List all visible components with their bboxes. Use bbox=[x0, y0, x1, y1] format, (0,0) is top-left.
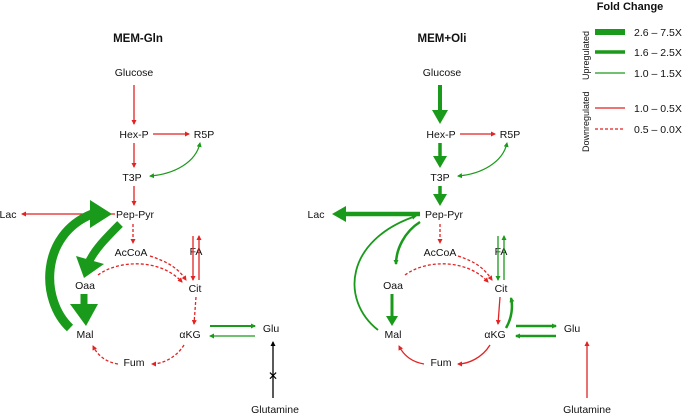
legend: Fold Change Upregulated Downregulated 2.… bbox=[581, 1, 682, 152]
node-glutamine-right: Glutamine bbox=[563, 404, 611, 415]
node-oaa-right: Oaa bbox=[383, 280, 403, 292]
node-fum-left: Fum bbox=[124, 357, 145, 369]
arrowhead-glucose-hexp-right bbox=[432, 110, 448, 124]
blocked-mark-left: ✕ bbox=[268, 369, 278, 383]
node-accoa-right: AcCoA bbox=[424, 247, 457, 259]
node-pep-pyr-left: Pep-Pyr bbox=[116, 209, 154, 221]
node-lac-left: Lac bbox=[0, 209, 16, 221]
arrow-oaa-cit-dashed-left bbox=[97, 263, 183, 283]
arrow-akg-fum-left bbox=[151, 344, 185, 367]
arrow-accoa-cit-dashed-right bbox=[457, 255, 493, 281]
arrow-cit-akg-right bbox=[495, 296, 501, 325]
node-cit-left: Cit bbox=[189, 283, 202, 295]
node-glu-right: Glu bbox=[564, 323, 581, 335]
node-t3p-left: T3P bbox=[122, 172, 141, 184]
arrow-fum-mal-left bbox=[92, 345, 119, 365]
node-lac-right: Lac bbox=[308, 209, 325, 221]
node-hexp-left: Hex-P bbox=[119, 129, 148, 141]
node-accoa-left: AcCoA bbox=[115, 247, 148, 259]
node-fum-right: Fum bbox=[431, 357, 452, 369]
node-mal-right: Mal bbox=[385, 329, 402, 341]
arrowhead-mal-peppyr-left bbox=[90, 200, 112, 228]
panel-mem-oli: MEM+Oli Glucose Hex-P R5P T3P Pep-Pyr La… bbox=[308, 33, 612, 415]
arrow-akg-fum-right bbox=[457, 344, 491, 367]
arrowhead-oaa-mal-left bbox=[70, 304, 98, 326]
arrow-r5p-t3p-left bbox=[149, 142, 202, 179]
arrow-akg-cit-right bbox=[504, 297, 515, 329]
node-pep-pyr-right: Pep-Pyr bbox=[425, 209, 463, 221]
arrowhead-peppyr-lac-right bbox=[332, 206, 346, 222]
arrow-mal-peppyr-left bbox=[45, 209, 94, 332]
legend-range-3: 1.0 – 1.5X bbox=[634, 68, 682, 80]
legend-title: Fold Change bbox=[597, 1, 664, 13]
node-akg-left: αKG bbox=[179, 329, 200, 341]
legend-upregulated-label: Upregulated bbox=[581, 31, 591, 80]
legend-range-5: 0.5 – 0.0X bbox=[634, 124, 682, 136]
arrow-accoa-cit-dashed-left bbox=[149, 255, 187, 281]
legend-range-2: 1.6 – 2.5X bbox=[634, 47, 682, 59]
node-r5p-left: R5P bbox=[194, 129, 214, 141]
legend-range-1: 2.6 – 7.5X bbox=[634, 27, 682, 39]
arrowhead-peppyr-oaa-left bbox=[76, 256, 104, 278]
arrow-mal-peppyr-right bbox=[353, 214, 417, 331]
node-akg-right: αKG bbox=[484, 329, 505, 341]
arrow-peppyr-oaa-right bbox=[393, 220, 421, 265]
panel-title-left: MEM-Gln bbox=[113, 33, 163, 45]
arrow-cit-akg-left bbox=[191, 296, 197, 325]
legend-range-4: 1.0 – 0.5X bbox=[634, 103, 682, 115]
node-glu-left: Glu bbox=[263, 323, 280, 335]
node-glucose-left: Glucose bbox=[115, 67, 154, 79]
arrow-r5p-t3p-right bbox=[457, 142, 509, 179]
arrow-oaa-cit-dashed-right bbox=[404, 263, 489, 283]
node-oaa-left: Oaa bbox=[75, 280, 95, 292]
arrowhead-oaa-mal-right bbox=[386, 316, 398, 326]
arrowhead-t3p-peppyr-right bbox=[433, 194, 447, 206]
node-cit-right: Cit bbox=[495, 283, 508, 295]
arrowhead-hexp-t3p-right bbox=[433, 156, 447, 168]
node-mal-left: Mal bbox=[77, 329, 94, 341]
legend-downregulated-label: Downregulated bbox=[581, 91, 591, 152]
node-fa-right: FA bbox=[495, 246, 508, 258]
node-fa-left: FA bbox=[190, 246, 203, 258]
panel-mem-gln: MEM-Gln Glucose Hex-P R5P T3P Pep-Pyr La… bbox=[0, 33, 299, 415]
node-glutamine-left: Glutamine bbox=[251, 404, 299, 415]
node-glucose-right: Glucose bbox=[423, 67, 462, 79]
node-hexp-right: Hex-P bbox=[426, 129, 455, 141]
node-t3p-right: T3P bbox=[430, 172, 449, 184]
panel-title-right: MEM+Oli bbox=[418, 33, 467, 45]
arrow-fum-mal-right bbox=[398, 345, 425, 365]
node-r5p-right: R5P bbox=[500, 129, 520, 141]
